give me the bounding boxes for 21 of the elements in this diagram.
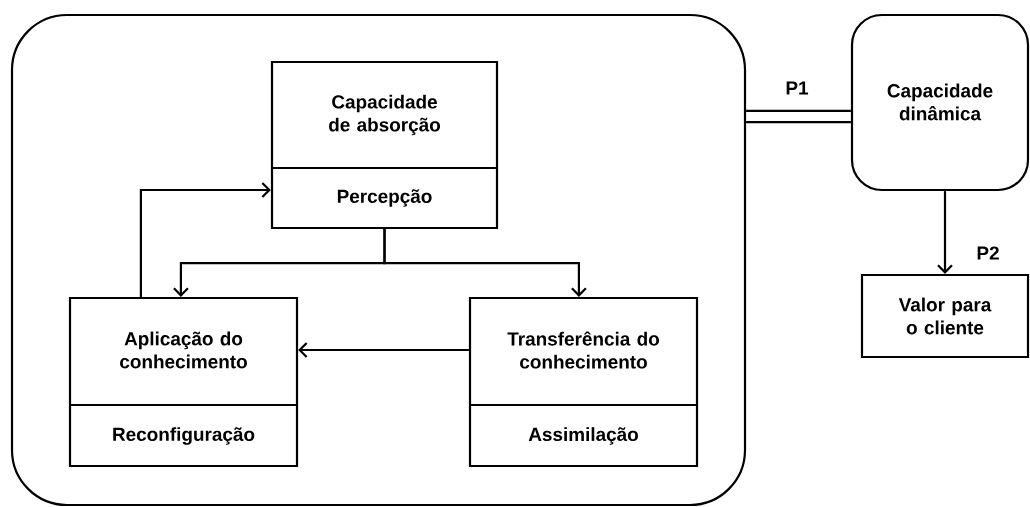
box-title: Aplicação do conhecimento: [120, 331, 247, 369]
edge-label: P2: [977, 246, 999, 260]
box-title: Capacidade de absorção: [329, 94, 440, 136]
process-box: [68, 296, 299, 468]
box-title: Valor para o cliente: [898, 297, 992, 335]
arrow: [383, 229, 587, 297]
box-subtitle: Assimilação: [528, 427, 638, 445]
box-title: Capacidade dinâmica: [887, 83, 993, 121]
double-line: [746, 109, 851, 124]
edge-label: P1: [786, 81, 809, 95]
group-frame: [10, 13, 747, 507]
process-box: [468, 296, 699, 468]
box-subtitle: Percepção: [337, 189, 432, 207]
arrow: [937, 191, 953, 274]
box-subtitle: Reconfiguração: [113, 427, 255, 445]
box-title: Transferência do conhecimento: [507, 331, 659, 369]
process-box: [270, 60, 499, 230]
arrow: [298, 342, 469, 358]
arrow: [139, 182, 271, 297]
process-box: [860, 273, 1030, 359]
rounded-box: [850, 13, 1030, 192]
